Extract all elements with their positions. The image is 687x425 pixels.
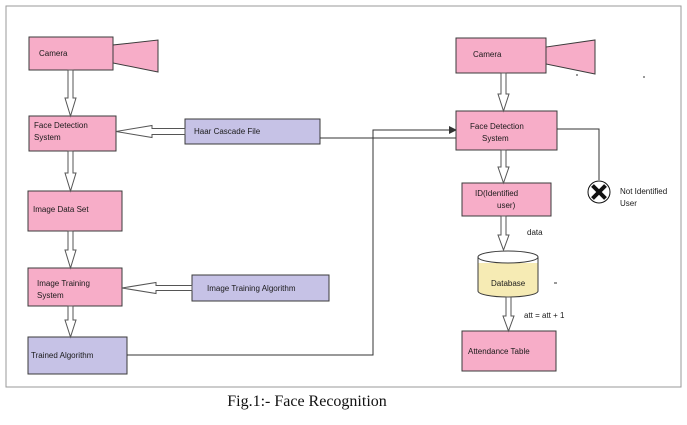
face-recognition-diagram: Camera Face Detection System Haar Cascad… (5, 5, 682, 388)
image-data-set-node: Image Data Set (27, 190, 123, 232)
not-identified-label-line2: User (620, 199, 637, 208)
attendance-table-label: Attendance Table (468, 347, 530, 356)
figure-caption: Fig.1:- Face Recognition (227, 393, 387, 410)
face-detection-left-node: Face Detection System (28, 115, 117, 152)
camera-left-lens-icon (112, 39, 159, 73)
connector-not-identified (557, 128, 600, 180)
arrow-facedetect-to-id (497, 149, 510, 185)
right-flow-arrows (497, 72, 515, 333)
camera-left-label: Camera (39, 49, 68, 58)
arrow-database-to-attendance (502, 296, 515, 333)
left-flow-arrows (64, 69, 77, 339)
arrow-facedetect-to-dataset (64, 150, 77, 193)
id-identified-node: ID(Identified user) (461, 182, 552, 217)
arrow-algo-to-training (121, 281, 193, 295)
arrow-training-to-trained (64, 305, 77, 339)
arrow-haar-to-facedetect (115, 124, 186, 139)
camera-right-lens-icon (545, 39, 596, 75)
att-label: att = att + 1 (524, 311, 565, 320)
trained-algorithm-node: Trained Algorithm (27, 336, 128, 375)
attendance-table-node: Attendance Table (461, 330, 557, 372)
connector-trained-to-facedetect (127, 126, 457, 356)
arrow-id-to-database (497, 215, 510, 252)
trained-algorithm-label: Trained Algorithm (31, 351, 94, 360)
database-label: Database (491, 279, 526, 288)
arrow-dataset-to-training (64, 230, 77, 270)
haar-cascade-label: Haar Cascade File (194, 127, 261, 136)
image-training-algorithm-node: Image Training Algorithm (191, 274, 330, 302)
camera-left-node: Camera (28, 36, 159, 73)
diagram-frame (5, 5, 682, 388)
face-detection-right-node: Face Detection System (455, 110, 558, 151)
face-detection-right-label-line1: Face Detection (470, 122, 524, 131)
face-detection-right-label-line2: System (482, 134, 509, 143)
haar-cascade-node: Haar Cascade File (184, 118, 321, 145)
image-training-label-line2: System (37, 291, 64, 300)
not-identified-label-line1: Not Identified (620, 187, 667, 196)
image-data-set-label: Image Data Set (33, 205, 89, 214)
database-node: Database (477, 250, 539, 298)
arrow-camera-right-to-facedetect (497, 72, 510, 113)
camera-right-label: Camera (473, 50, 502, 59)
arrow-camera-to-facedetect (64, 69, 77, 118)
id-identified-label-line2: user) (497, 201, 516, 210)
face-detection-left-label-line1: Face Detection (34, 121, 88, 130)
image-training-algorithm-label: Image Training Algorithm (207, 284, 296, 293)
camera-right-node: Camera (455, 37, 596, 75)
not-identified-x-icon (587, 180, 611, 204)
face-detection-left-label-line2: System (34, 133, 61, 142)
id-identified-label-line1: ID(Identified (475, 189, 518, 198)
image-training-label-line1: Image Training (37, 279, 90, 288)
data-label: data (527, 228, 543, 237)
input-arrows (115, 124, 193, 295)
image-training-node: Image Training System (27, 267, 123, 307)
